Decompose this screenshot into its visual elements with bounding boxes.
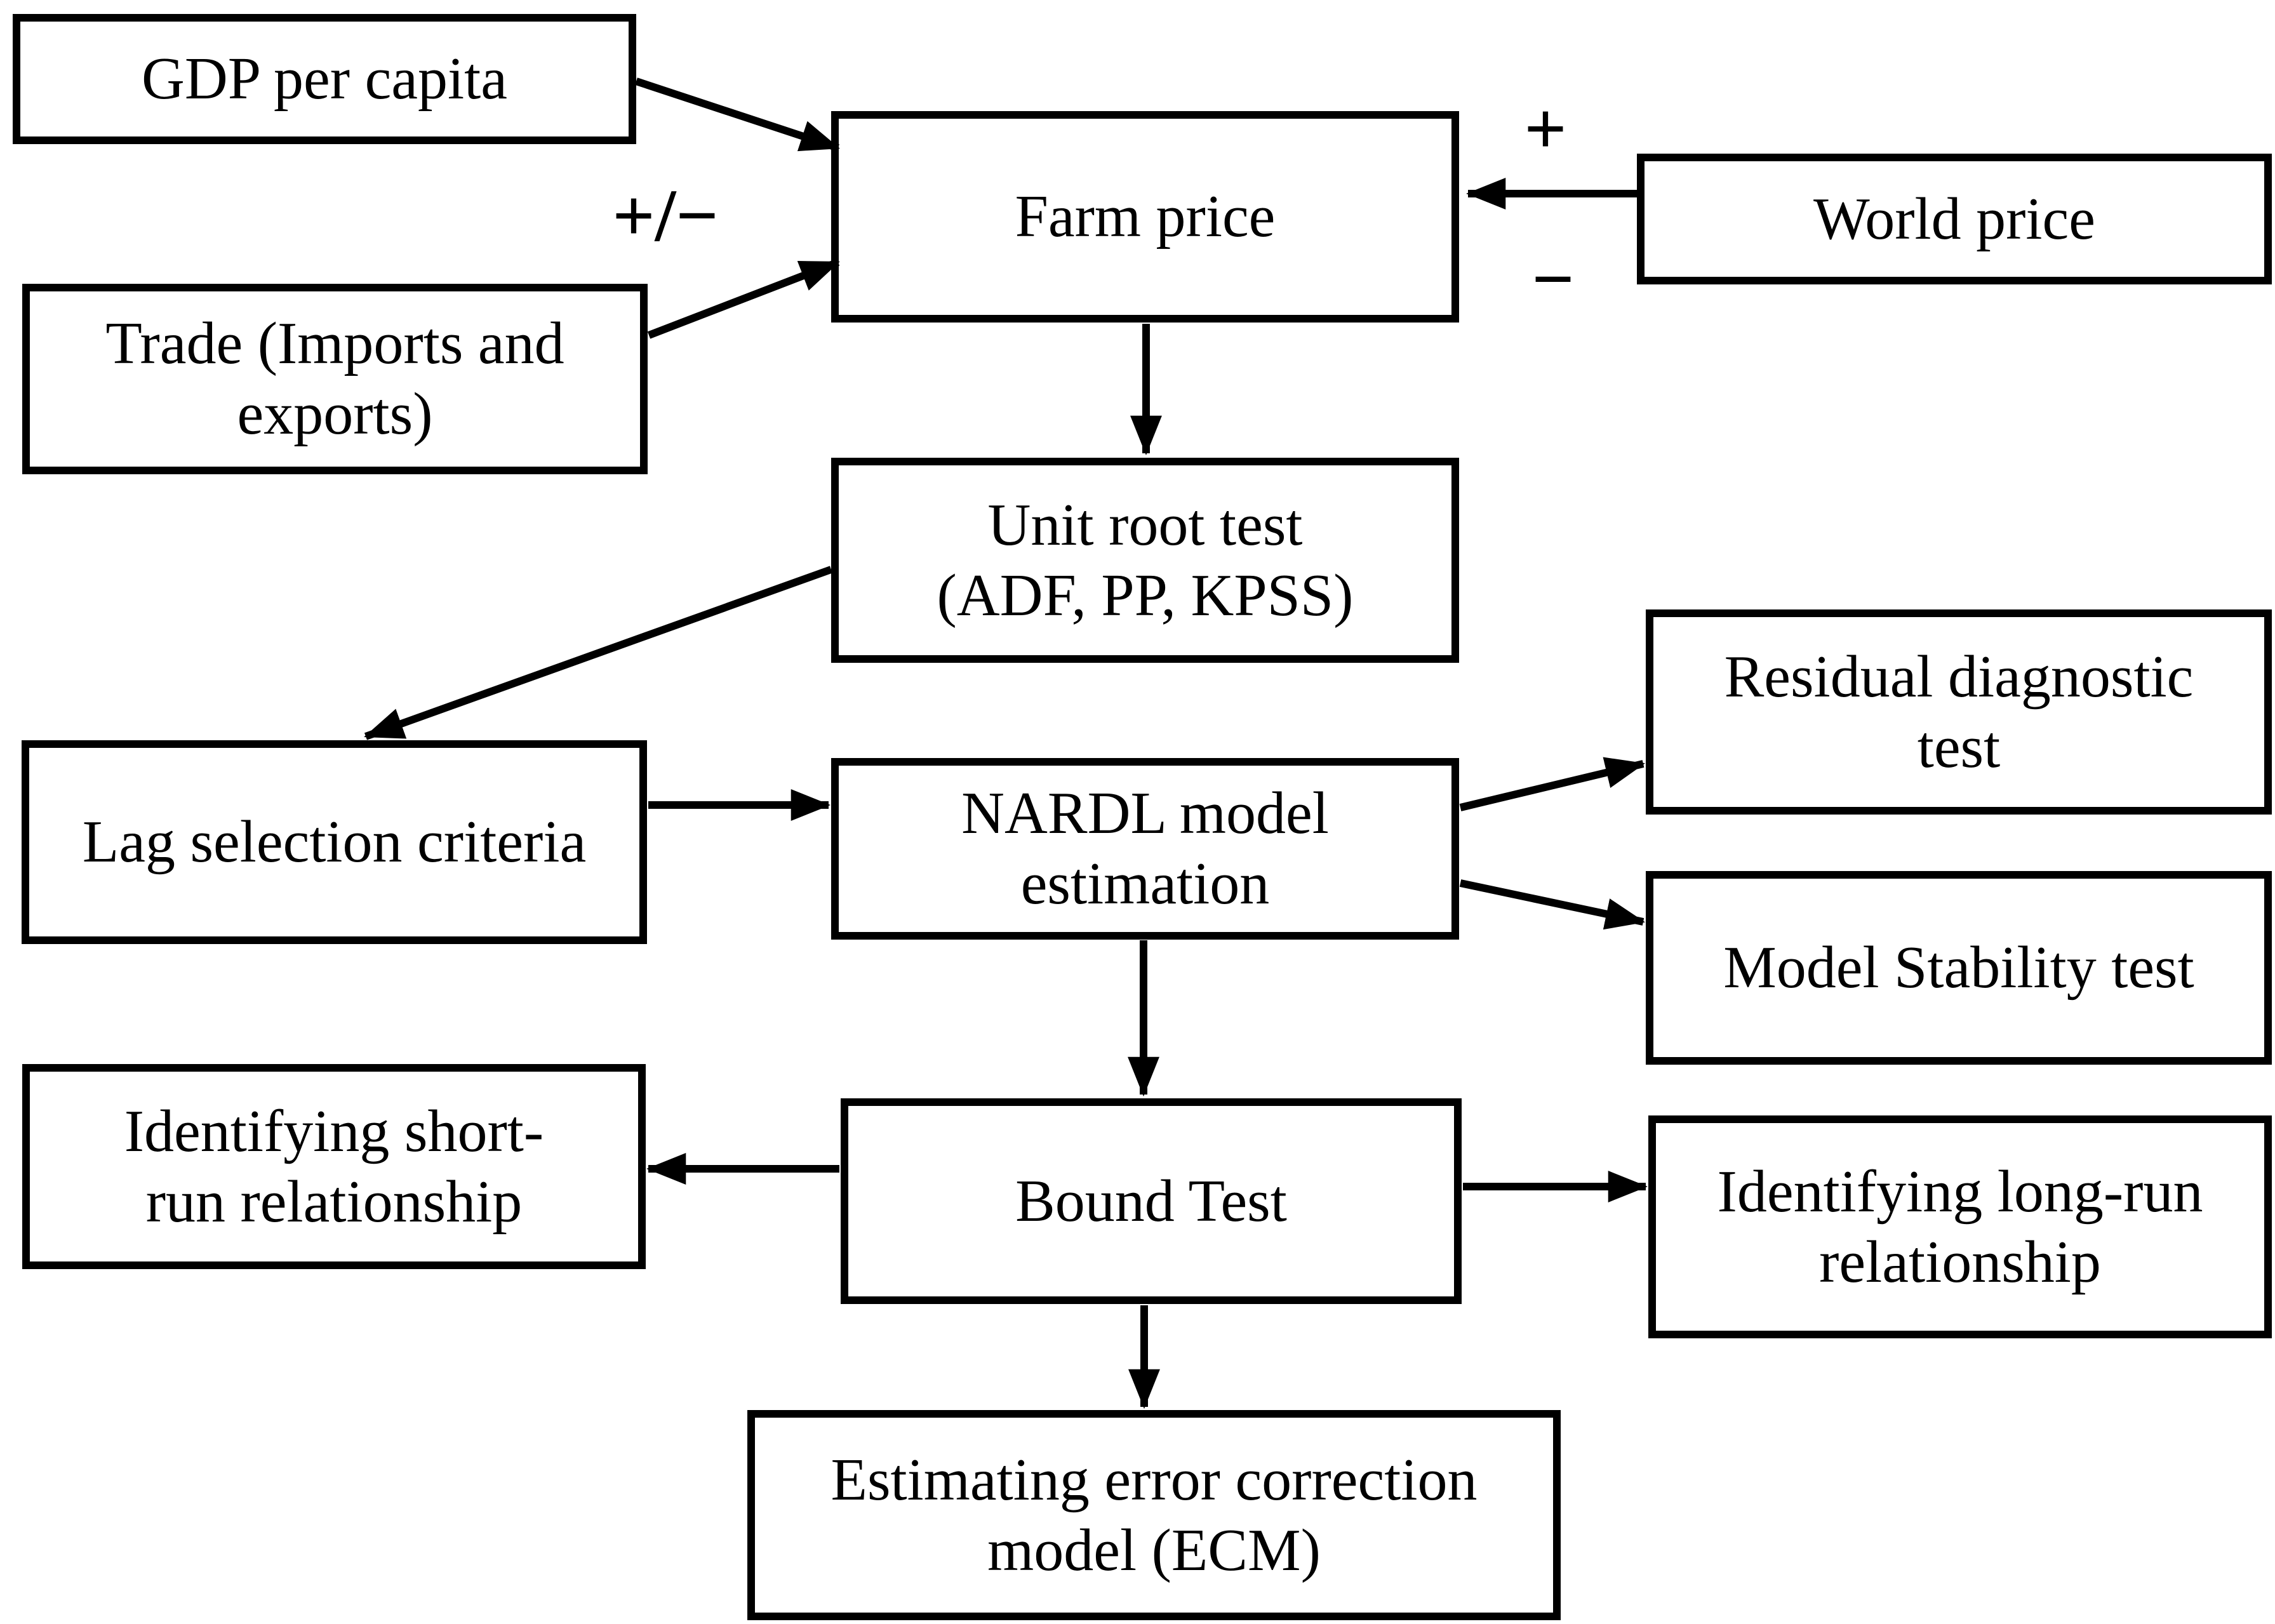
label-plus-minus-sign: +/− xyxy=(612,174,719,257)
node-model-stability-test: Model Stability test xyxy=(1646,871,2272,1065)
label-minus-sign: − xyxy=(1531,237,1575,321)
arrow-nardl-to-model-stability xyxy=(1459,879,1646,930)
node-trade-imports-exports: Trade (Imports and exports) xyxy=(22,284,648,474)
arrow-nardl-to-residual-diagnostic xyxy=(1459,757,1646,811)
node-world-price: World price xyxy=(1637,154,2272,284)
arrow-unit-root-test-to-lag-selection xyxy=(364,566,833,740)
node-bound-test: Bound Test xyxy=(841,1098,1462,1304)
node-short-run-relationship: Identifying short- run relationship xyxy=(22,1064,646,1269)
node-error-correction-model: Estimating error correction model (ECM) xyxy=(747,1410,1561,1620)
arrow-gdp-to-farm-price xyxy=(635,77,840,152)
node-lag-selection-criteria: Lag selection criteria xyxy=(22,740,647,944)
node-residual-diagnostic-test: Residual diagnostic test xyxy=(1646,609,2272,815)
node-gdp-per-capita: GDP per capita xyxy=(13,14,636,144)
node-unit-root-test: Unit root test (ADF, PP, KPSS) xyxy=(831,458,1459,663)
node-nardl-model-estimation: NARDL model estimation xyxy=(831,758,1459,940)
node-long-run-relationship: Identifying long-run relationship xyxy=(1648,1115,2272,1338)
label-plus-sign: + xyxy=(1524,87,1567,170)
node-farm-price: Farm price xyxy=(831,111,1459,323)
arrow-trade-to-farm-price xyxy=(647,258,840,339)
